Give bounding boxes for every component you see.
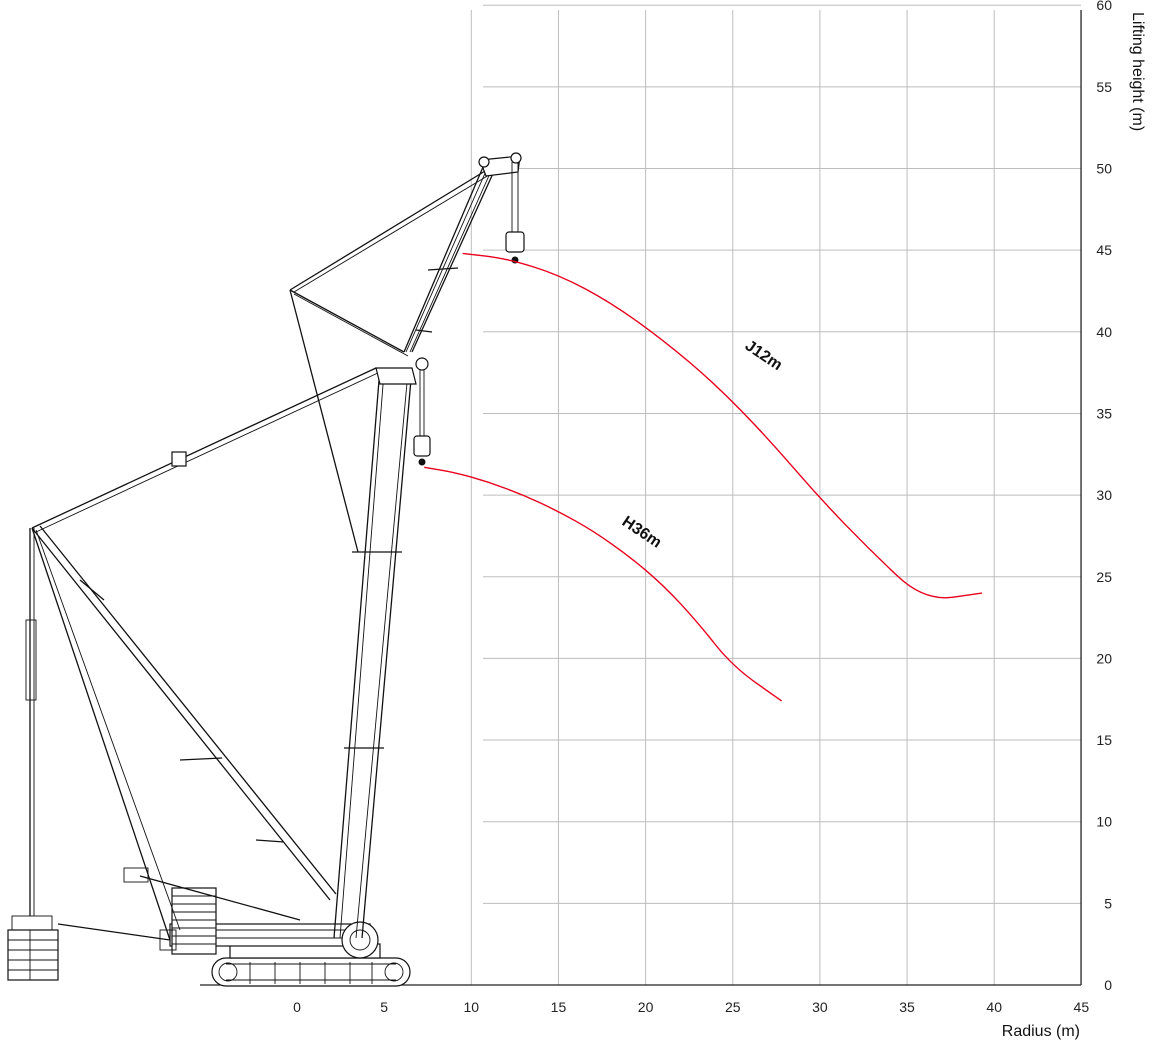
- curves: [424, 252, 983, 702]
- y-tick-label: 55: [1096, 79, 1112, 95]
- tick-labels: 0 5 10 15 20 25 30 35 40 45 0 5 10 15 20 25 30 35 40 45 50 55…: [293, 0, 1112, 1015]
- y-tick-label: 20: [1096, 650, 1112, 666]
- y-tick-label: 0: [1104, 977, 1112, 993]
- x-tick-label: 30: [812, 999, 828, 1015]
- x-tick-label: 20: [638, 999, 654, 1015]
- x-tick-label: 15: [551, 999, 567, 1015]
- y-tick-label: 40: [1096, 324, 1112, 340]
- x-tick-label: 35: [899, 999, 915, 1015]
- superlift-tray: [7, 929, 59, 981]
- series-line-h36m: [424, 466, 783, 702]
- grid: [200, 4, 1082, 986]
- luffing-jib: [403, 157, 501, 353]
- x-tick-label: 45: [1074, 999, 1090, 1015]
- y-axis-label: Lifting height (m): [1129, 12, 1146, 131]
- x-tick-label: 5: [380, 999, 388, 1015]
- x-axis-label: Radius (m): [1002, 1023, 1080, 1040]
- y-tick-label: 35: [1096, 405, 1112, 421]
- x-tick-label: 25: [725, 999, 741, 1015]
- counterweight: [171, 887, 217, 955]
- y-tick-label: 50: [1096, 161, 1112, 177]
- y-tick-label: 60: [1096, 0, 1112, 13]
- y-tick-label: 25: [1096, 569, 1112, 585]
- y-tick-label: 30: [1096, 487, 1112, 503]
- superlift-mast: [31, 525, 337, 901]
- y-tick-label: 15: [1096, 732, 1112, 748]
- main-hook-block: [413, 435, 431, 457]
- y-tick-label: 5: [1104, 895, 1112, 911]
- series-line-j12m: [462, 252, 983, 599]
- crawler-track: [211, 957, 411, 987]
- boom-foot: [341, 921, 379, 959]
- y-tick-label: 10: [1096, 814, 1112, 830]
- y-tick-label: 45: [1096, 242, 1112, 258]
- main-boom: [333, 367, 413, 939]
- jib-mast: [289, 289, 405, 553]
- series-label-j12m: J12m: [742, 337, 785, 374]
- series-label-h36m: H36m: [619, 513, 665, 551]
- x-tick-label: 40: [986, 999, 1002, 1015]
- jib-hook-block: [505, 231, 525, 253]
- x-tick-label: 0: [293, 999, 301, 1015]
- crane-illustration: [7, 152, 525, 987]
- x-tick-label: 10: [464, 999, 480, 1015]
